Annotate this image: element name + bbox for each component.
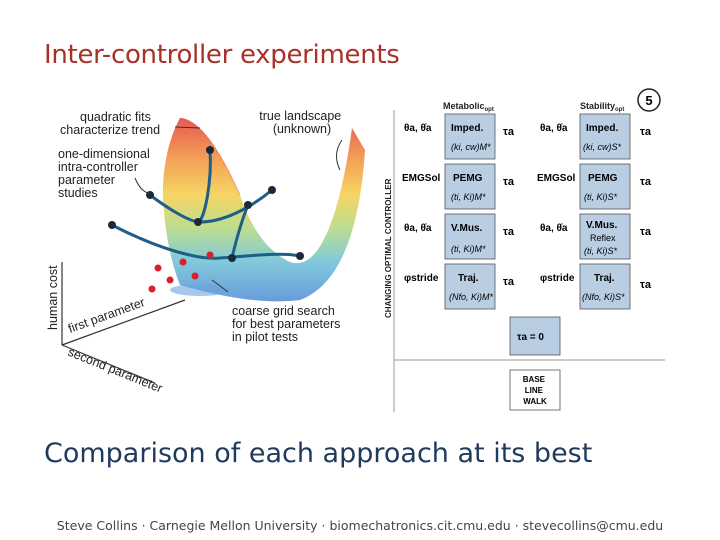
axis-label-human-cost: human cost (46, 265, 60, 330)
baseline-box: BASE LINE WALK (523, 375, 547, 406)
svg-text:Imped.: Imped. (451, 123, 483, 134)
svg-text:Traj.: Traj. (594, 273, 615, 284)
svg-text:EMGSol: EMGSol (402, 173, 441, 184)
svg-text:τa: τa (640, 126, 652, 138)
svg-text:Traj.: Traj. (458, 273, 479, 284)
grid-search-points (148, 251, 214, 293)
slide-title: Inter-controller experiments (44, 40, 400, 70)
svg-text:θa, θ̇a: θa, θ̇a (404, 123, 432, 134)
svg-text:PEMG: PEMG (453, 173, 483, 184)
axis-label-first-parameter: first parameter (66, 295, 147, 336)
svg-text:τa: τa (503, 276, 515, 288)
svg-text:τa: τa (503, 126, 515, 138)
svg-text:θa, θ̇a: θa, θ̇a (540, 123, 568, 134)
slide-subtitle: Comparison of each approach at its best (44, 438, 593, 469)
axis-label-second-parameter: second parameter (66, 345, 165, 396)
header-stability: Stabilityopt (580, 101, 624, 113)
svg-text:PEMG: PEMG (588, 173, 618, 184)
badge-5 (637, 88, 661, 112)
svg-text:(ti, Ki)M*: (ti, Ki)M* (451, 192, 486, 202)
svg-text:τa: τa (640, 226, 652, 238)
svg-text:θa, θ̇a: θa, θ̇a (540, 223, 568, 234)
svg-text:τa: τa (503, 176, 515, 188)
svg-text:(ki, cw)M*: (ki, cw)M* (451, 142, 491, 152)
label-coarse-grid: coarse grid search for best parameters i… (232, 304, 344, 344)
svg-text:(Nfo, Ki)S*: (Nfo, Ki)S* (582, 292, 625, 302)
svg-text:τa: τa (503, 226, 515, 238)
svg-text:τa: τa (640, 279, 652, 291)
svg-text:Reflex: Reflex (590, 233, 616, 243)
svg-text:φstride: φstride (404, 273, 439, 284)
label-true-landscape: true landscape (unknown) (259, 109, 345, 136)
landscape-axes (61, 262, 186, 384)
svg-text:EMGSol: EMGSol (537, 173, 576, 184)
svg-text:(Nfo, Ki)M*: (Nfo, Ki)M* (449, 292, 494, 302)
label-quadratic: quadratic fits characterize trend (60, 110, 160, 137)
svg-text:V.Mus.: V.Mus. (586, 220, 618, 231)
svg-text:θa, θ̇a: θa, θ̇a (404, 223, 432, 234)
header-metabolic: Metabolicopt (443, 101, 494, 113)
svg-text:(ki, cw)S*: (ki, cw)S* (583, 142, 621, 152)
controller-table: CHANGING OPTIMAL CONTROLLER 5 Metabolico… (384, 88, 665, 412)
vertical-label: CHANGING OPTIMAL CONTROLLER (384, 178, 393, 318)
svg-text:Imped.: Imped. (586, 123, 618, 134)
svg-text:(ti, Ki)S*: (ti, Ki)S* (584, 192, 618, 202)
svg-text:(ti, Ki)S*: (ti, Ki)S* (584, 246, 618, 256)
svg-text:5: 5 (645, 93, 652, 108)
svg-text:V.Mus.: V.Mus. (451, 223, 483, 234)
zero-torque-box: τa = 0 (517, 332, 544, 343)
label-one-dimensional: one-dimensional intra-controller paramet… (58, 147, 153, 200)
slide-footer: Steve Collins · Carnegie Mellon Universi… (56, 518, 664, 533)
svg-text:φstride: φstride (540, 273, 575, 284)
svg-text:(ti, Ki)M*: (ti, Ki)M* (451, 244, 486, 254)
svg-text:τa: τa (640, 176, 652, 188)
